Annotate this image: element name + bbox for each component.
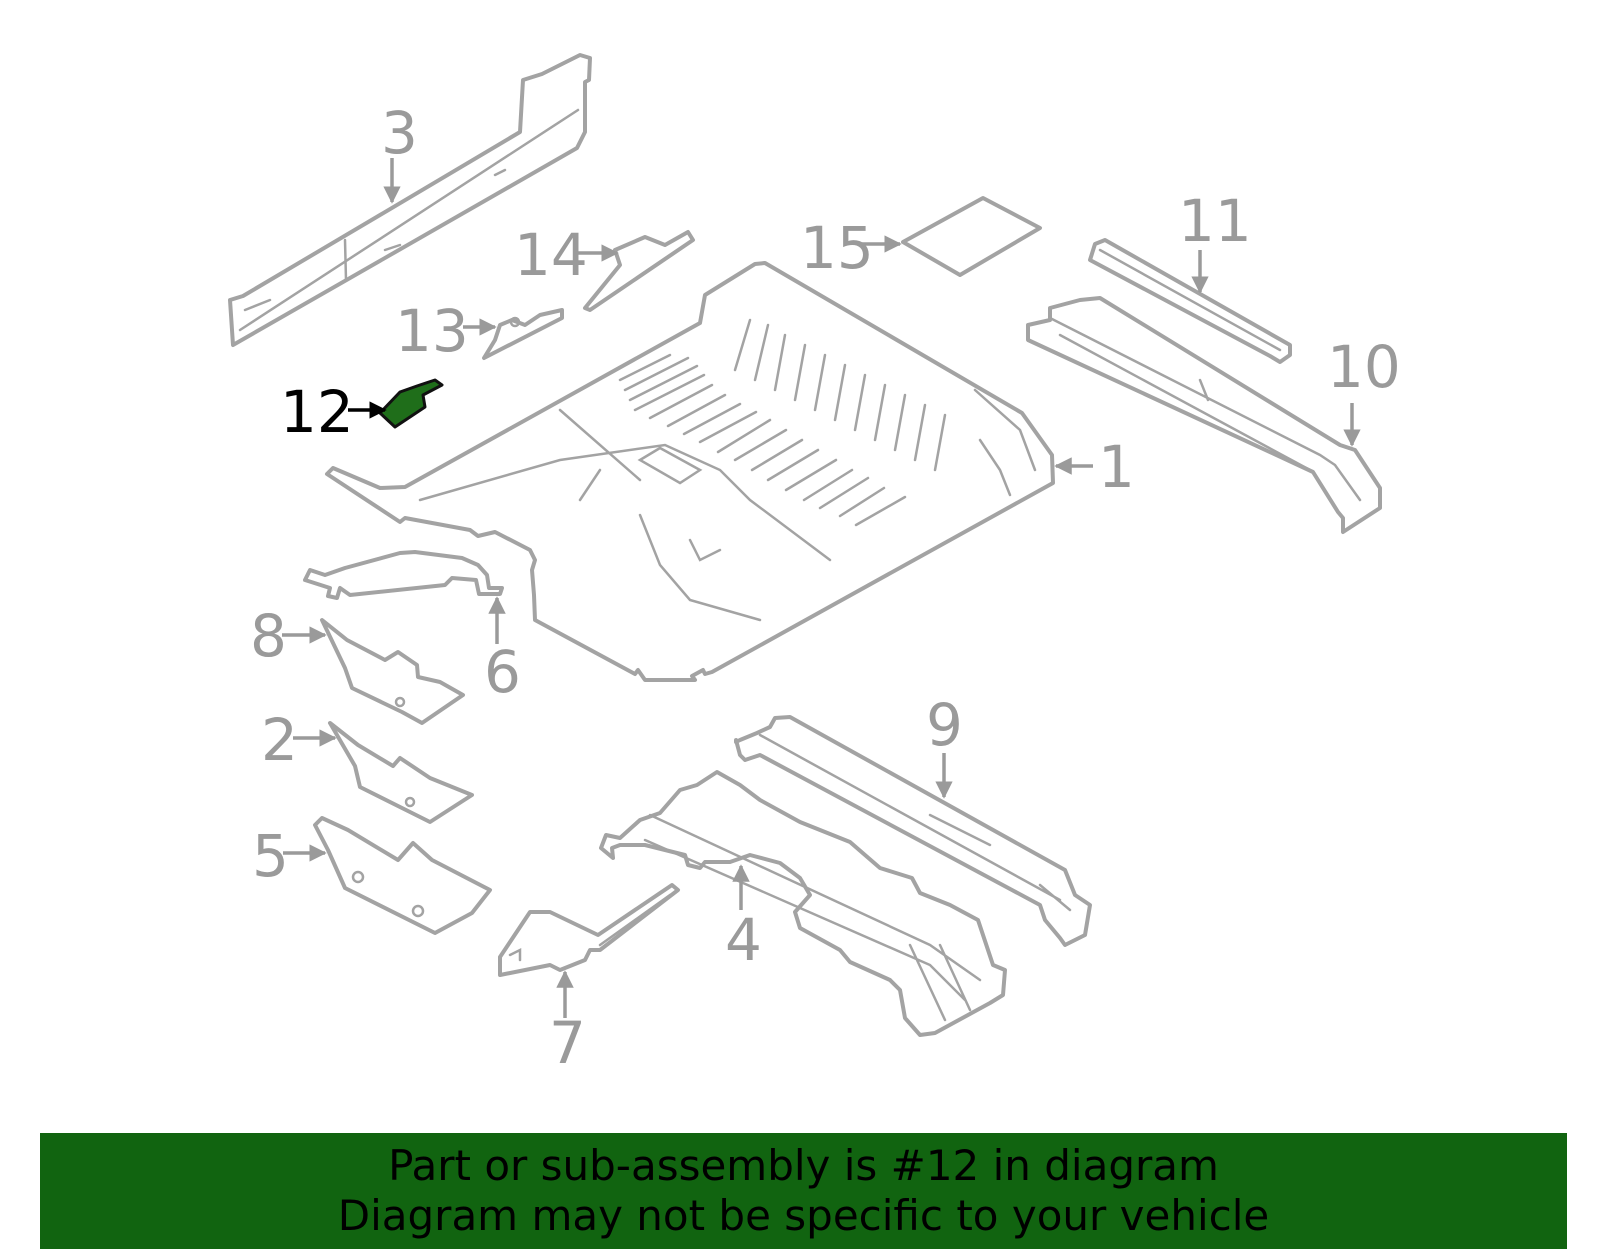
callout-11: 11 <box>1178 187 1252 255</box>
part-14-bracket <box>583 230 695 312</box>
part-13-bracket <box>482 308 564 360</box>
part-4-crossmember <box>599 770 1007 1037</box>
callout-13: 13 <box>395 297 469 365</box>
part-3-rocker-panel <box>228 53 592 347</box>
part-8-bracket <box>320 618 465 725</box>
callout-2: 2 <box>261 706 298 774</box>
callout-7: 7 <box>549 1009 586 1077</box>
part-15-pad <box>901 196 1042 277</box>
callout-4: 4 <box>725 906 762 974</box>
callout-3: 3 <box>381 99 418 167</box>
banner-line-1: Part or sub-assembly is #12 in diagram <box>388 1141 1219 1190</box>
callout-1: 1 <box>1098 433 1135 501</box>
part-12-bracket-highlighted <box>378 378 444 429</box>
callout-12: 12 <box>280 378 354 446</box>
callout-8: 8 <box>250 602 287 670</box>
part-7-bracket <box>498 883 680 977</box>
callout-14: 14 <box>514 221 588 289</box>
callout-10: 10 <box>1327 333 1401 401</box>
part-10-side-rail <box>1026 296 1382 534</box>
part-11-crossmember <box>1088 238 1292 364</box>
part-2-bracket <box>328 721 474 824</box>
info-banner: Part or sub-assembly is #12 in diagram D… <box>40 1133 1567 1249</box>
callout-15: 15 <box>800 214 874 282</box>
part-5-bracket <box>313 816 492 935</box>
banner-line-2: Diagram may not be specific to your vehi… <box>337 1191 1270 1240</box>
part-6-bracket <box>303 550 504 600</box>
part-1-floor-pan <box>325 261 1055 682</box>
callout-6: 6 <box>484 638 521 706</box>
callout-5: 5 <box>252 822 289 890</box>
callout-9: 9 <box>926 691 963 759</box>
part-9-crossmember <box>734 715 1092 947</box>
